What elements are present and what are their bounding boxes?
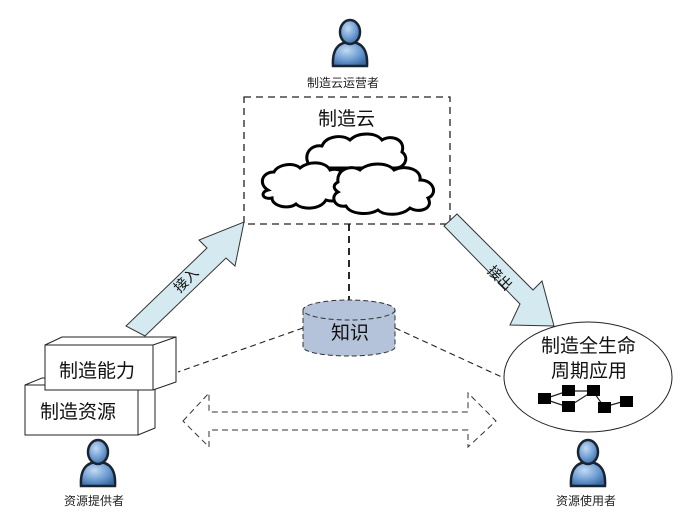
process-network-icon <box>538 385 633 413</box>
manufacturing-cloud-box <box>243 96 451 225</box>
access-in-arrow <box>125 221 245 337</box>
lifecycle-label-line1: 制造全生命 <box>541 335 637 357</box>
knowledge-provider-link <box>177 327 304 373</box>
resource-provider-label: 资源提供者 <box>64 494 125 508</box>
access-out-arrow <box>443 213 555 327</box>
cloud-icon <box>260 132 436 216</box>
cloud-operator-label: 制造云运营者 <box>307 76 380 90</box>
cloud-operator-actor-icon <box>331 18 369 68</box>
bidirectional-exchange-arrow <box>182 391 497 449</box>
manufacturing-capability-box <box>44 336 177 391</box>
capability-box-label: 制造能力 <box>59 360 136 382</box>
resource-provider-actor-icon <box>79 438 117 488</box>
knowledge-consumer-link <box>394 327 505 379</box>
manufacturing-resource-box <box>24 377 156 436</box>
knowledge-label: 知识 <box>331 322 370 344</box>
resource-consumer-label: 资源使用者 <box>556 494 617 508</box>
lifecycle-label-line2: 周期应用 <box>551 360 628 382</box>
resource-box-label: 制造资源 <box>40 401 117 423</box>
knowledge-cylinder-icon <box>302 299 396 357</box>
resource-consumer-actor-icon <box>569 438 607 488</box>
manufacturing-cloud-title: 制造云 <box>318 108 376 130</box>
